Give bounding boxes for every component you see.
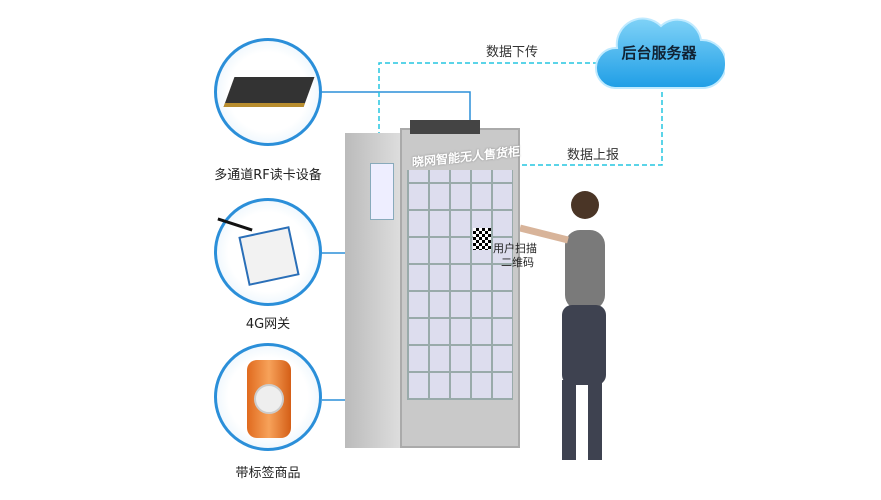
- uplink-label: 数据上报: [567, 148, 620, 163]
- rf-reader-circle: [214, 38, 322, 146]
- goods-label: 带标签商品: [235, 466, 301, 481]
- qr-caption-line-2: 二维码: [501, 256, 534, 269]
- vending-cabinet: [345, 118, 520, 448]
- gateway-icon: [238, 226, 300, 286]
- gateway-label: 4G网关: [245, 317, 291, 332]
- qr-code: [473, 228, 491, 250]
- cloud-icon: [594, 17, 725, 89]
- rf-reader-on-cabinet: [410, 120, 480, 134]
- tagged-can-icon: [247, 360, 291, 438]
- downlink-dashed-line: [378, 62, 598, 135]
- rf-reader-icon: [223, 77, 315, 107]
- backend-server-label: 后台服务器: [621, 44, 697, 62]
- gateway-on-cabinet: [370, 163, 394, 220]
- qr-caption-line-1: 用户扫描: [493, 242, 537, 255]
- downlink-label: 数据下传: [486, 45, 539, 60]
- rf-link-line: [322, 91, 471, 128]
- uplink-dashed-line: [512, 92, 663, 200]
- woman-figure: [519, 191, 606, 460]
- gateway-circle: [214, 198, 322, 306]
- antenna-icon: [217, 217, 253, 232]
- rf-reader-label: 多通道RF读卡设备: [214, 168, 322, 183]
- qr-caption: 用户扫描二维码: [493, 242, 553, 270]
- goods-circle: [214, 343, 322, 451]
